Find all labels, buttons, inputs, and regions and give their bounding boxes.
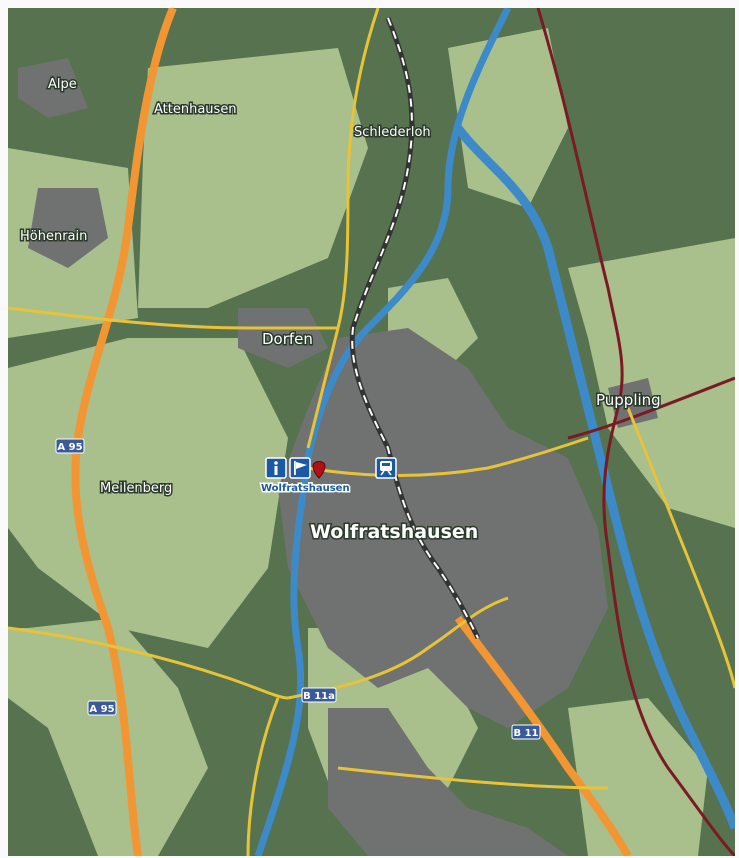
poi-caption: Wolfratshausen xyxy=(261,483,350,494)
road-shield-b11a: B 11a xyxy=(301,687,337,703)
info-icon[interactable] xyxy=(265,457,287,479)
road xyxy=(306,8,380,449)
place-label-puppling: Puppling xyxy=(596,391,661,409)
svg-text:B 11: B 11 xyxy=(513,728,538,739)
road-b11 xyxy=(454,615,632,856)
place-label-alpe: Alpe xyxy=(48,77,77,92)
road-shield-b11: B 11 xyxy=(511,724,541,740)
svg-text:B 11a: B 11a xyxy=(303,691,335,702)
svg-text:A 95: A 95 xyxy=(89,704,114,715)
urban-area xyxy=(238,308,328,368)
road-shield-a95-north: A 95 xyxy=(55,438,85,454)
flag-icon[interactable] xyxy=(289,457,311,479)
river-isar xyxy=(254,8,512,856)
urban-area xyxy=(18,58,88,118)
train-icon[interactable] xyxy=(375,457,397,479)
road xyxy=(8,306,338,330)
motorway-a95 xyxy=(71,8,177,856)
urban-area xyxy=(328,708,568,856)
svg-text:A 95: A 95 xyxy=(57,442,82,453)
road xyxy=(337,766,609,790)
urban-area xyxy=(28,188,108,268)
place-label-hohenrain: Höhenrain xyxy=(20,229,87,244)
place-label-dorfen: Dorfen xyxy=(262,330,313,348)
map-canvas[interactable]: Alpe Attenhausen Schlederloh Höhenrain D… xyxy=(8,8,735,856)
road xyxy=(246,697,280,856)
place-label-wolfratshausen: Wolfratshausen xyxy=(310,521,478,543)
urban-area xyxy=(278,328,608,728)
road xyxy=(626,407,735,689)
railway xyxy=(351,17,479,639)
road-shield-a95-south: A 95 xyxy=(87,700,117,716)
road xyxy=(307,436,589,477)
location-marker-icon[interactable] xyxy=(312,461,326,479)
trail-line xyxy=(567,376,735,440)
meadow-area xyxy=(568,238,735,528)
trail-line xyxy=(536,8,735,856)
meadow-area xyxy=(138,48,368,308)
place-label-meilenberg: Meilenberg xyxy=(100,481,172,496)
meadow-area xyxy=(8,618,208,856)
place-label-schlederloh: Schlederloh xyxy=(354,125,431,140)
river-loisach xyxy=(454,125,735,830)
place-label-attenhausen: Attenhausen xyxy=(154,102,237,117)
road xyxy=(8,626,289,700)
